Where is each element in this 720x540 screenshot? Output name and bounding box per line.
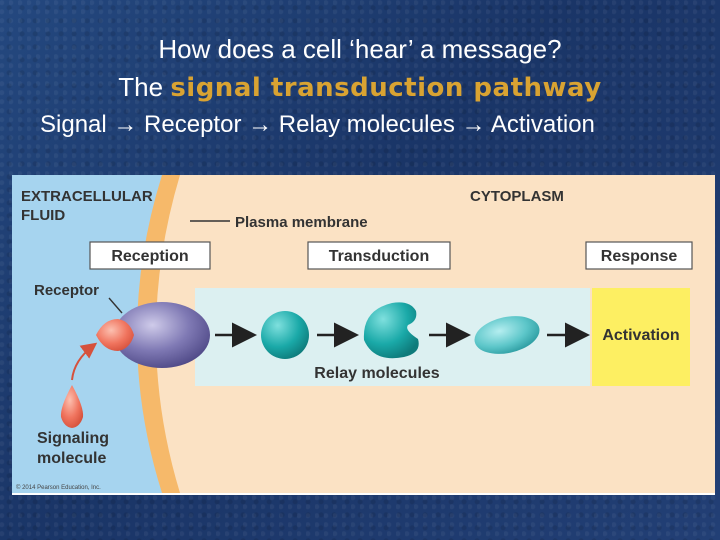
stage-response-box <box>585 241 693 270</box>
signaling-molecule-label-1: Signaling <box>37 430 109 447</box>
signal-transduction-figure: EXTRACELLULAR FLUID CYTOPLASM Plasma mem… <box>12 175 715 495</box>
stage-transduction-label: Transduction <box>329 248 429 265</box>
signaling-molecule-icon <box>60 385 84 428</box>
cytoplasm-label: CYTOPLASM <box>470 188 564 205</box>
stage-transduction-box <box>307 241 451 270</box>
slide-title-line2: The signal transduction pathway <box>0 74 720 101</box>
slide-title-line1: How does a cell ‘hear’ a message? <box>158 34 562 64</box>
relay-molecule-1 <box>261 311 309 359</box>
plasma-membrane-label: Plasma membrane <box>235 214 368 231</box>
relay-molecules-label: Relay molecules <box>314 365 440 382</box>
relay-molecule-3 <box>474 316 540 354</box>
receptor-leader-line <box>108 297 123 314</box>
extracellular-label-1: EXTRACELLULAR <box>21 188 153 205</box>
title-highlight: signal transduction pathway <box>170 73 602 103</box>
relay-molecule-2 <box>363 302 419 359</box>
copyright-text: © 2014 Pearson Education, Inc. <box>16 484 101 491</box>
receptor-protein <box>114 302 210 368</box>
signaling-molecule-label-2: molecule <box>37 450 106 467</box>
slide-subtitle: Signal → Receptor → Relay molecules → Ac… <box>40 111 595 138</box>
receptor-label: Receptor <box>34 282 99 299</box>
figure-svg: EXTRACELLULAR FLUID CYTOPLASM Plasma mem… <box>12 175 715 493</box>
title-prefix: The <box>118 72 171 102</box>
activation-box <box>592 288 690 386</box>
bound-signal-molecule <box>96 319 134 351</box>
extracellular-label-2: FLUID <box>21 207 65 224</box>
stage-reception-label: Reception <box>111 248 188 265</box>
stage-response-label: Response <box>601 248 678 265</box>
stage-reception-box <box>89 241 211 270</box>
binding-arrow <box>71 342 98 381</box>
activation-label: Activation <box>602 327 679 344</box>
